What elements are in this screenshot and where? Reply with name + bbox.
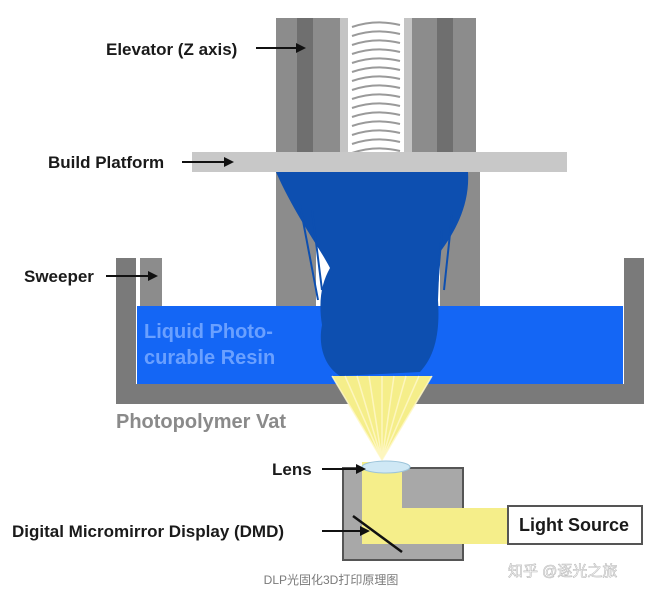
label-elevator: Elevator (Z axis) xyxy=(106,40,237,59)
sweeper xyxy=(140,258,162,310)
lens xyxy=(361,460,411,474)
screw-thread xyxy=(351,84,401,91)
label-sweeper: Sweeper xyxy=(24,267,94,286)
label-vat: Photopolymer Vat xyxy=(116,411,286,433)
watermark: 知乎 @逐光之旅 xyxy=(508,563,617,580)
screw-thread xyxy=(351,75,401,82)
screw-thread xyxy=(351,93,401,100)
label-resin-line1: Liquid Photo- xyxy=(144,321,273,343)
label-dmd: Digital Micromirror Display (DMD) xyxy=(12,522,284,541)
light-path xyxy=(331,375,643,561)
screw-thread xyxy=(351,111,401,118)
screw-thread xyxy=(351,147,401,154)
elevator-assembly xyxy=(276,18,476,160)
screw-thread xyxy=(351,30,401,37)
screw-thread xyxy=(351,129,401,136)
screw-thread xyxy=(351,39,401,46)
screw-thread xyxy=(351,138,401,145)
pointer-arrows xyxy=(106,43,370,536)
screw-thread xyxy=(351,21,401,28)
label-lens: Lens xyxy=(272,460,312,479)
label-build-platform: Build Platform xyxy=(48,153,164,172)
screw-thread xyxy=(351,120,401,127)
vat-wall-left xyxy=(116,258,136,404)
screw-threads xyxy=(351,21,401,154)
screw-thread xyxy=(351,57,401,64)
micromirror xyxy=(352,514,403,554)
vat-wall-right xyxy=(624,258,644,404)
build-platform xyxy=(192,152,567,172)
screw-thread xyxy=(351,102,401,109)
label-light-source: Light Source xyxy=(519,515,629,535)
label-resin-line2: curable Resin xyxy=(144,347,275,369)
screw-thread xyxy=(351,48,401,55)
light-source-box xyxy=(507,505,643,545)
light-beam-horizontal xyxy=(362,508,510,544)
figure-caption: DLP光固化3D打印原理图 xyxy=(264,573,399,587)
screw-thread xyxy=(351,66,401,73)
printed-part xyxy=(276,172,469,376)
